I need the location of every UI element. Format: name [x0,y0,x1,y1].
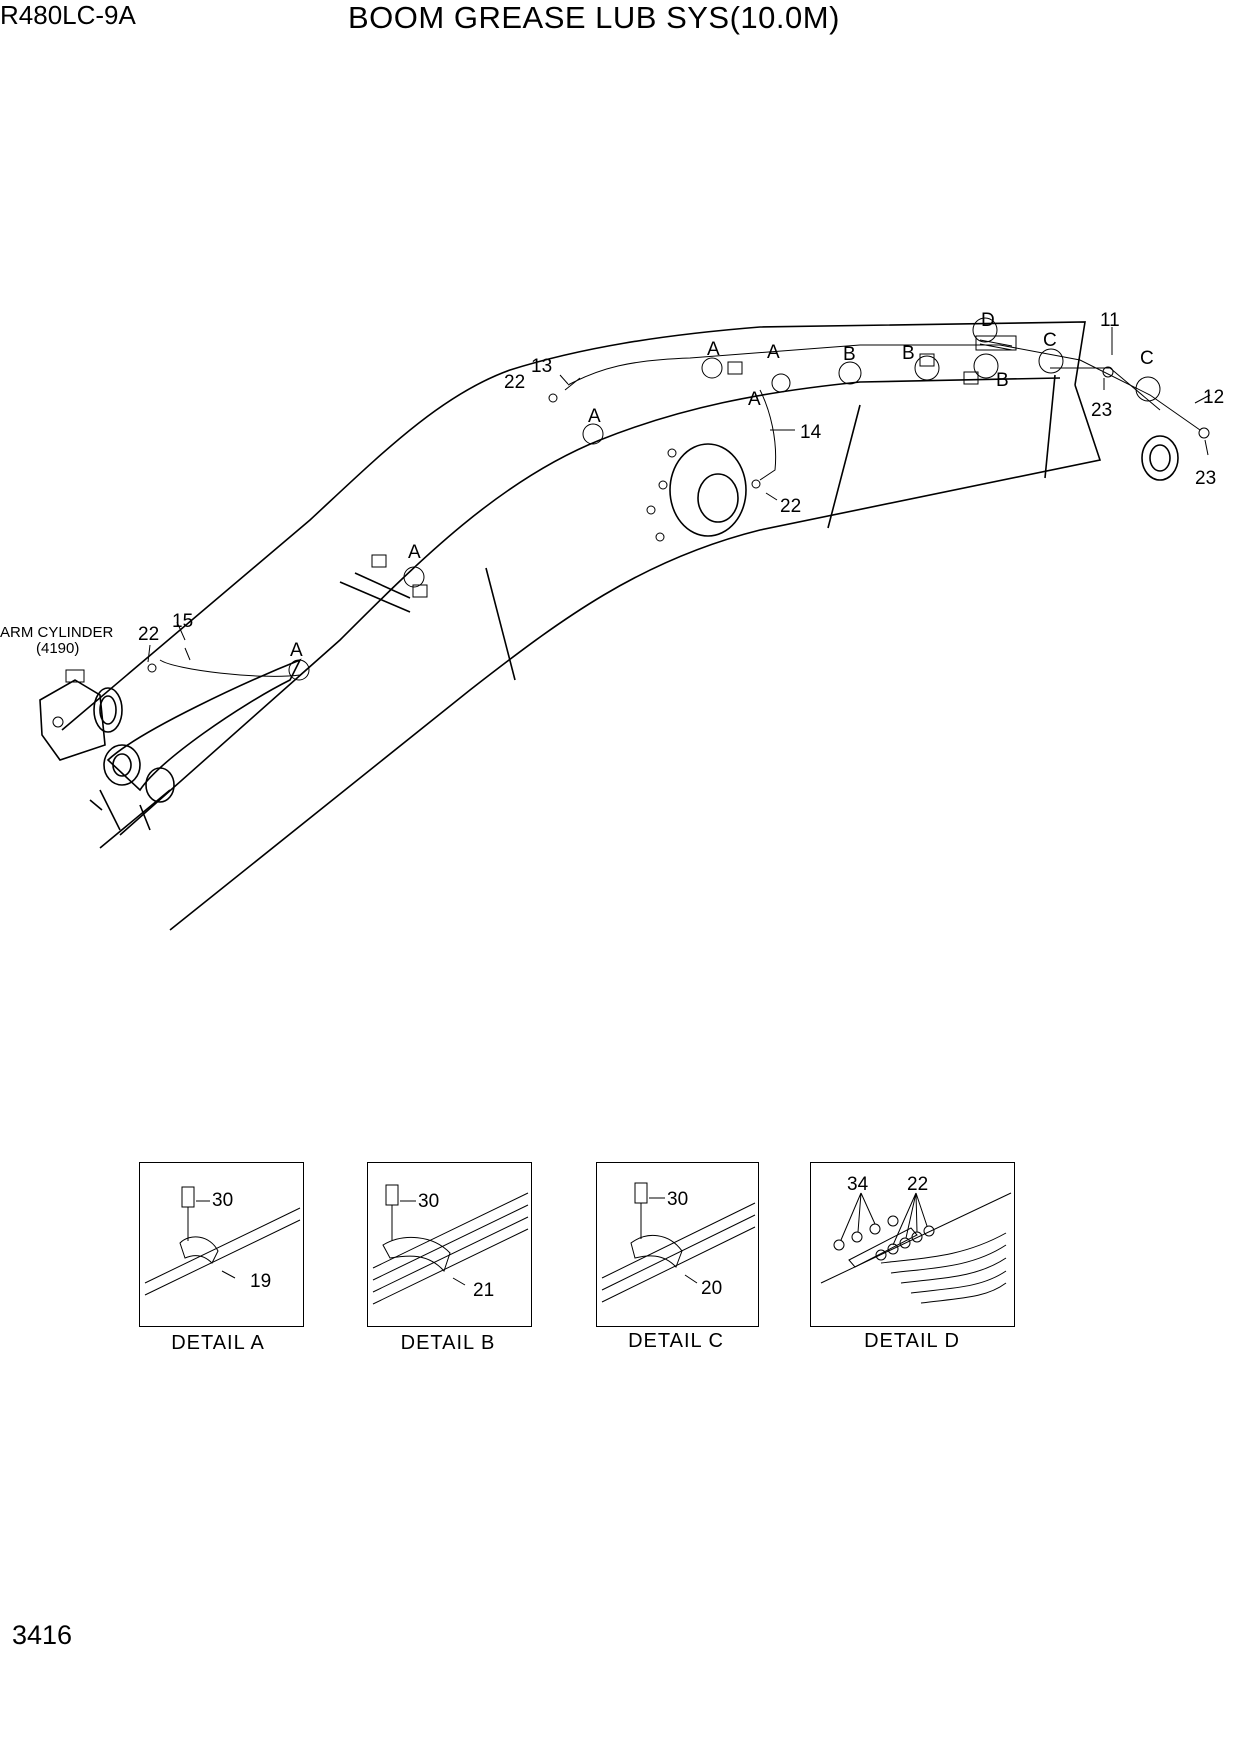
callout-23-a: 23 [1091,400,1112,421]
marker-b-3: B [996,370,1009,391]
arm-cylinder-label: ARM CYLINDER [0,624,114,641]
marker-c-2: C [1140,348,1154,369]
detail-c-part-30: 30 [667,1189,688,1210]
detail-d-caption: DETAIL D [864,1330,960,1352]
detail-b-part-30: 30 [418,1191,439,1212]
detail-a-caption: DETAIL A [171,1332,265,1354]
callout-22-top: 22 [504,372,525,393]
detail-b-part-21: 21 [473,1280,494,1301]
marker-b-2: B [902,343,915,364]
detail-d-part-22: 22 [907,1174,928,1195]
marker-a-6: A [290,640,303,661]
marker-a-3: A [748,389,761,410]
arm-cylinder-code: (4190) [36,640,79,657]
marker-a-2: A [767,342,780,363]
detail-b-box: 30 21 [367,1162,532,1327]
callout-13: 13 [531,356,552,377]
callout-23-b: 23 [1195,468,1216,489]
callout-22-mid: 22 [780,496,801,517]
marker-a-1: A [707,339,720,360]
marker-a-5: A [408,542,421,563]
callout-11: 11 [1100,310,1120,331]
detail-a-part-19: 19 [250,1271,271,1292]
marker-a-4: A [588,406,601,427]
detail-c-box: 30 20 [596,1162,759,1327]
detail-d-part-34: 34 [847,1174,869,1195]
page-title: BOOM GREASE LUB SYS(10.0M) [348,0,840,35]
marker-d: D [981,310,995,331]
marker-c-1: C [1043,330,1057,351]
detail-c-part-20: 20 [701,1278,722,1299]
detail-d-box: 34 22 [810,1162,1015,1327]
callout-12: 12 [1203,387,1224,408]
detail-a-box: 30 19 [139,1162,304,1327]
detail-b-caption: DETAIL B [400,1332,496,1354]
callout-15: 15 [172,611,193,632]
page-number: 3416 [12,1620,73,1650]
detail-c-caption: DETAIL C [628,1330,724,1352]
model-code: R480LC-9A [0,0,136,30]
detail-a-part-30: 30 [212,1190,233,1211]
boom-diagram: 11 12 13 14 15 22 22 22 23 23 A A A A A … [0,310,1224,931]
callout-22-left: 22 [138,624,159,645]
marker-b-1: B [843,344,856,365]
callout-14: 14 [800,422,822,443]
